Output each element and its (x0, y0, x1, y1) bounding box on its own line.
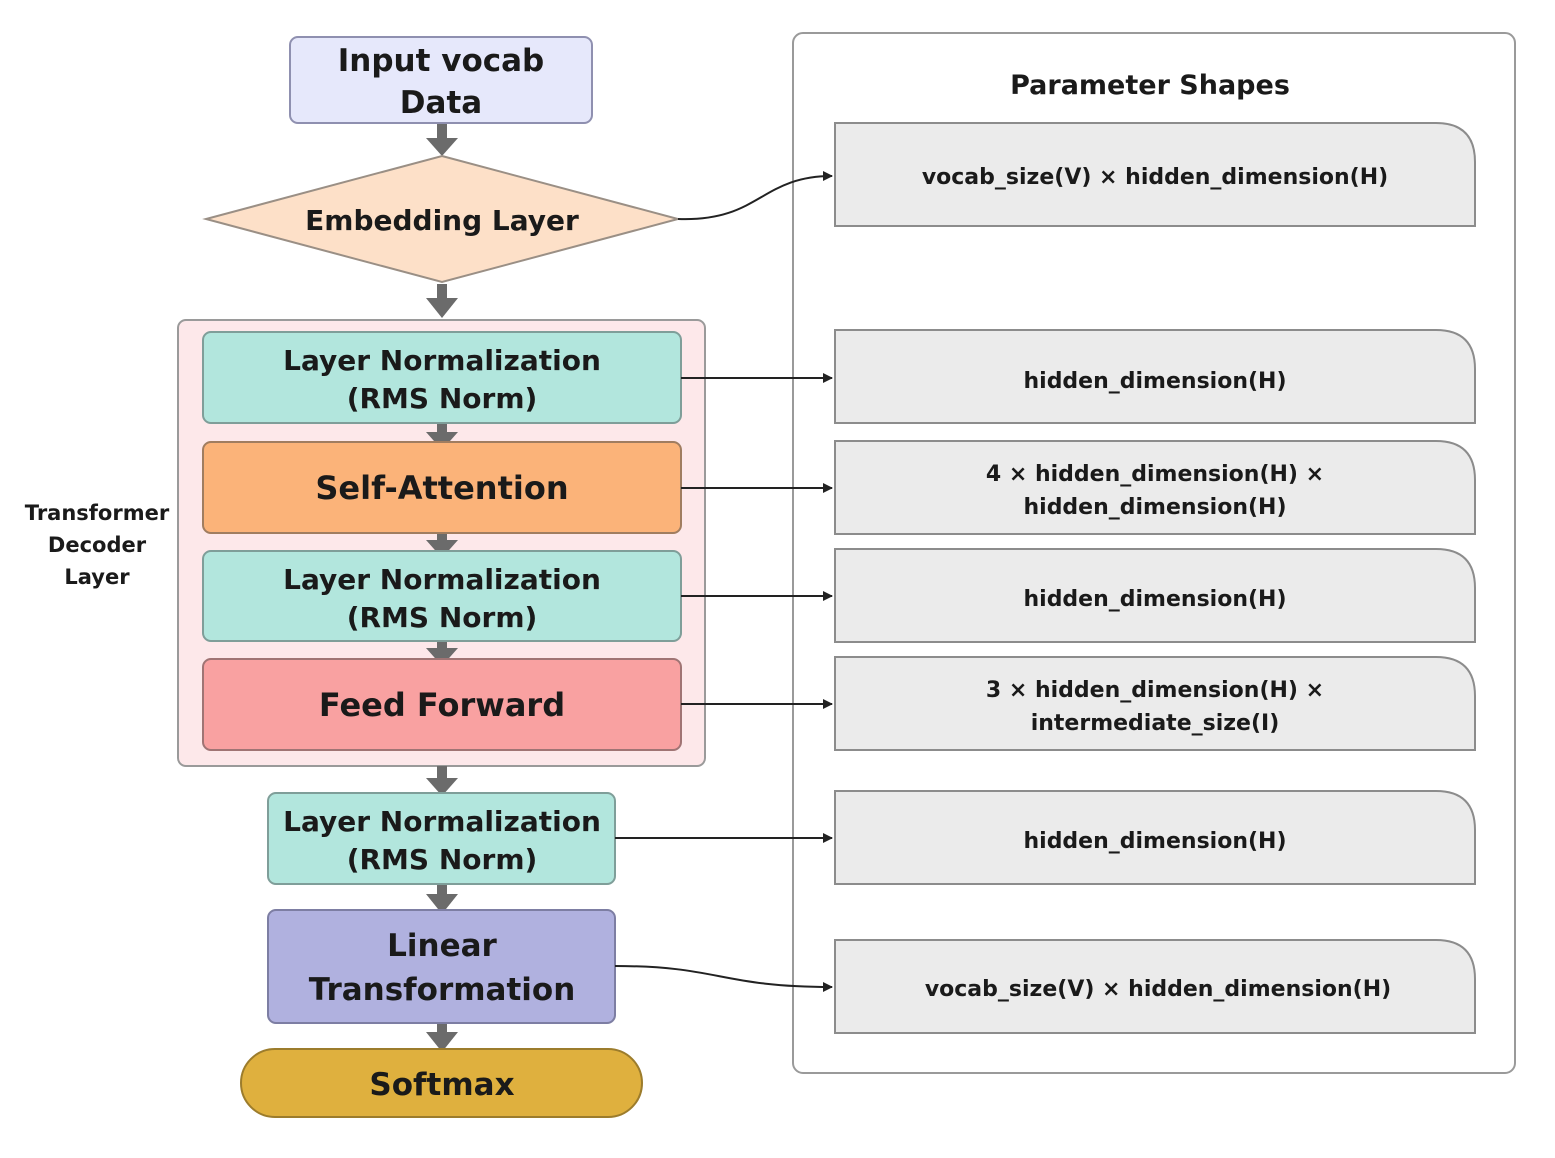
shape-box-linear: vocab_size(V) × hidden_dimension(H) (834, 939, 1476, 1034)
parameter-shapes-title: Parameter Shapes (1010, 70, 1290, 101)
flow-arrow-linear-to-softmax (426, 1022, 458, 1052)
decoder-layer-norm-2-line2: (RMS Norm) (347, 601, 538, 634)
shape-box-embedding: vocab_size(V) × hidden_dimension(H) (834, 122, 1476, 227)
final-layer-norm-node: Layer Normalization (RMS Norm) (267, 792, 616, 885)
shape-box-layer-norm-1: hidden_dimension(H) (834, 329, 1476, 424)
connector-embedding (677, 171, 833, 221)
decoder-layer-label-line2: Decoder (48, 533, 147, 557)
shape-final-layer-norm-text: hidden_dimension(H) (1023, 829, 1286, 854)
shape-self-attention-line2: hidden_dimension(H) (1023, 495, 1286, 520)
input-vocab-label-line1: Input vocab (338, 43, 544, 79)
linear-transformation-line2: Transformation (309, 972, 576, 1008)
self-attention-label: Self-Attention (315, 469, 568, 507)
embedding-layer-label: Embedding Layer (305, 204, 579, 237)
flow-arrow-final-ln-to-linear (426, 884, 458, 914)
flow-arrow-decoder-to-final-ln (426, 766, 458, 796)
flow-arrow-embedding-to-decoder (426, 284, 458, 318)
connectors (614, 171, 833, 992)
shape-layer-norm-2-text: hidden_dimension(H) (1023, 587, 1286, 612)
flow-arrow-ln2-to-ff (426, 640, 458, 666)
shape-linear-text: vocab_size(V) × hidden_dimension(H) (925, 977, 1391, 1002)
decoder-layer-norm-1: Layer Normalization (RMS Norm) (202, 331, 682, 424)
decoder-layer-norm-1-line1: Layer Normalization (283, 344, 601, 377)
shape-box-layer-norm-2: hidden_dimension(H) (834, 548, 1476, 643)
shape-box-feed-forward: 3 × hidden_dimension(H) × intermediate_s… (834, 656, 1476, 751)
decoder-layer-label-line3: Layer (64, 565, 130, 589)
flow-arrows (426, 124, 458, 1052)
shape-self-attention-line1: 4 × hidden_dimension(H) × (986, 462, 1324, 487)
parameter-shape-boxes: vocab_size(V) × hidden_dimension(H) hidd… (834, 122, 1476, 1034)
input-vocab-label-line2: Data (400, 85, 482, 121)
shape-box-final-layer-norm: hidden_dimension(H) (834, 790, 1476, 885)
shape-embedding-text: vocab_size(V) × hidden_dimension(H) (922, 165, 1388, 190)
final-layer-norm-line2: (RMS Norm) (347, 843, 538, 876)
shape-feed-forward-line2: intermediate_size(I) (1031, 711, 1280, 736)
decoder-layer-norm-2-line1: Layer Normalization (283, 563, 601, 596)
flow-arrow-attention-to-ln2 (426, 532, 458, 558)
feed-forward-label: Feed Forward (319, 686, 565, 724)
self-attention-node: Self-Attention (202, 441, 682, 534)
shape-layer-norm-1-text: hidden_dimension(H) (1023, 369, 1286, 394)
shape-box-self-attention: 4 × hidden_dimension(H) × hidden_dimensi… (834, 440, 1476, 535)
shape-feed-forward-line1: 3 × hidden_dimension(H) × (986, 678, 1324, 703)
decoder-layer-label-line1: Transformer (25, 501, 170, 525)
linear-transformation-line1: Linear (387, 928, 497, 964)
softmax-node: Softmax (240, 1048, 643, 1118)
embedding-layer-node: Embedding Layer (202, 154, 682, 284)
connector-linear (614, 965, 833, 992)
linear-transformation-node: Linear Transformation (267, 909, 616, 1024)
softmax-label: Softmax (369, 1067, 514, 1103)
decoder-layer-norm-2: Layer Normalization (RMS Norm) (202, 550, 682, 642)
flow-arrow-input-to-embedding (426, 124, 458, 156)
input-vocab-node: Input vocab Data (289, 36, 593, 124)
final-layer-norm-line1: Layer Normalization (283, 805, 601, 838)
feed-forward-node: Feed Forward (202, 658, 682, 751)
decoder-layer-norm-1-line2: (RMS Norm) (347, 382, 538, 415)
